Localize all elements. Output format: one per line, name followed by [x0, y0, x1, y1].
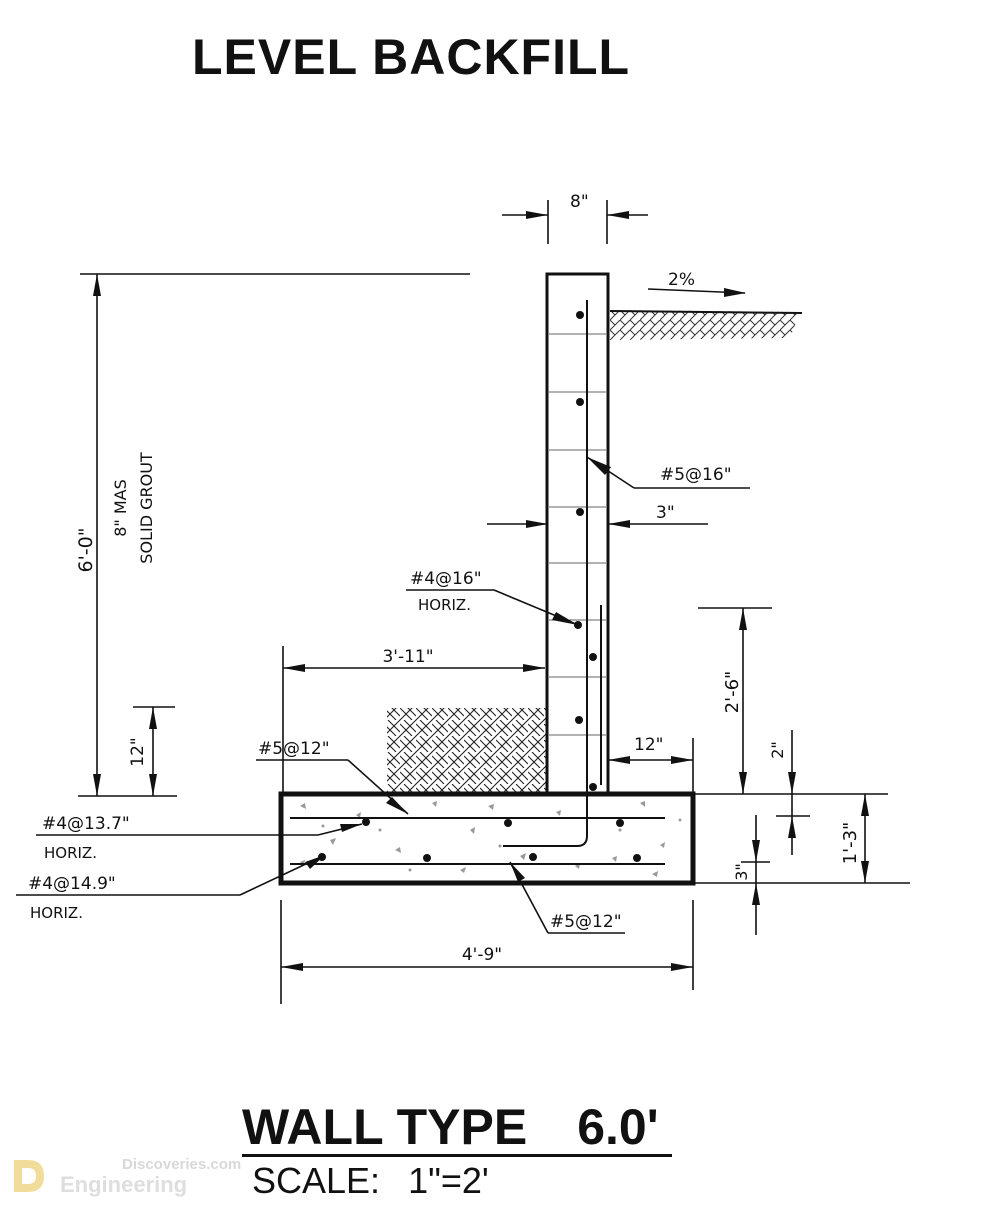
footing-horiz-rebar-2-label: #4@14.9": [28, 874, 116, 894]
footing-horiz-rebar-1-note: HORIZ.: [44, 844, 97, 862]
wall-horizontal-rebar-label: #4@16": [410, 569, 482, 589]
scale-label: SCALE:: [252, 1160, 381, 1201]
vertical-rebar-label: #5@16": [660, 465, 732, 485]
wall-rebar: [503, 300, 602, 847]
footing-width-label: 4'-9": [462, 945, 502, 965]
footing-rebar: [290, 817, 665, 865]
wall-horizontal-bars: [574, 311, 597, 791]
wall-note-line2: SOLID GROUT: [137, 452, 156, 564]
grade-height-label: 2'-6": [722, 671, 743, 714]
block-courses: [549, 333, 606, 736]
slope-label: 2%: [668, 270, 695, 290]
toe-fill-hatch: [387, 708, 547, 794]
title-underline: [242, 1154, 672, 1157]
heel-length-label: 12": [634, 735, 663, 755]
watermark-logo: Discoveries.com Engineering: [10, 1150, 250, 1202]
concrete-footing: [278, 791, 696, 886]
footing-bottom-rebar-label: #5@12": [550, 912, 622, 932]
toe-depth-label: 12": [128, 737, 148, 766]
footing-depth-label: 1'-3": [840, 822, 861, 865]
wall-type-height: 6.0': [577, 1099, 659, 1155]
watermark-bottom-text: Engineering: [60, 1172, 188, 1197]
masonry-wall: [545, 272, 610, 796]
scale-note: SCALE: 1"=2': [252, 1160, 489, 1202]
wall-type-label: WALL TYPE: [242, 1099, 528, 1155]
cover-label: 3": [656, 503, 675, 523]
arrowheads: [93, 211, 869, 971]
wall-type-title: WALL TYPE 6.0': [242, 1098, 659, 1156]
toe-length-label: 3'-11": [382, 647, 433, 667]
concrete-aggregate: [300, 801, 682, 877]
rebar-callouts: #5@16" #4@16" HORIZ. #5@12" #4@13.7" HOR…: [28, 465, 732, 932]
wall-horizontal-rebar-note: HORIZ.: [418, 596, 471, 614]
footing-top-rebar-label: #5@12": [258, 739, 330, 759]
logo-mark-icon: [14, 1160, 44, 1192]
drawing-title: LEVEL BACKFILL: [192, 29, 631, 85]
watermark-top-text: Discoveries.com: [122, 1156, 242, 1173]
backfill-soil-hatch: [610, 310, 800, 340]
top-cover-label: 2": [768, 741, 787, 759]
dimension-labels: 8" 2% 6'-0" 8" MAS SOLID GROUT 3" 3'-11"…: [75, 192, 861, 965]
scale-value: 1"=2': [408, 1160, 489, 1201]
footing-horiz-rebar-1-label: #4@13.7": [42, 814, 130, 834]
footing-horiz-rebar-2-note: HORIZ.: [30, 904, 83, 922]
bottom-cover-label: 3": [732, 863, 751, 881]
grade-line: [609, 310, 803, 314]
wall-height-label: 6'-0": [75, 528, 97, 573]
wall-thickness-label: 8": [570, 192, 589, 212]
footing-bars: [318, 818, 641, 862]
wall-note-line1: 8" MAS: [111, 479, 130, 537]
